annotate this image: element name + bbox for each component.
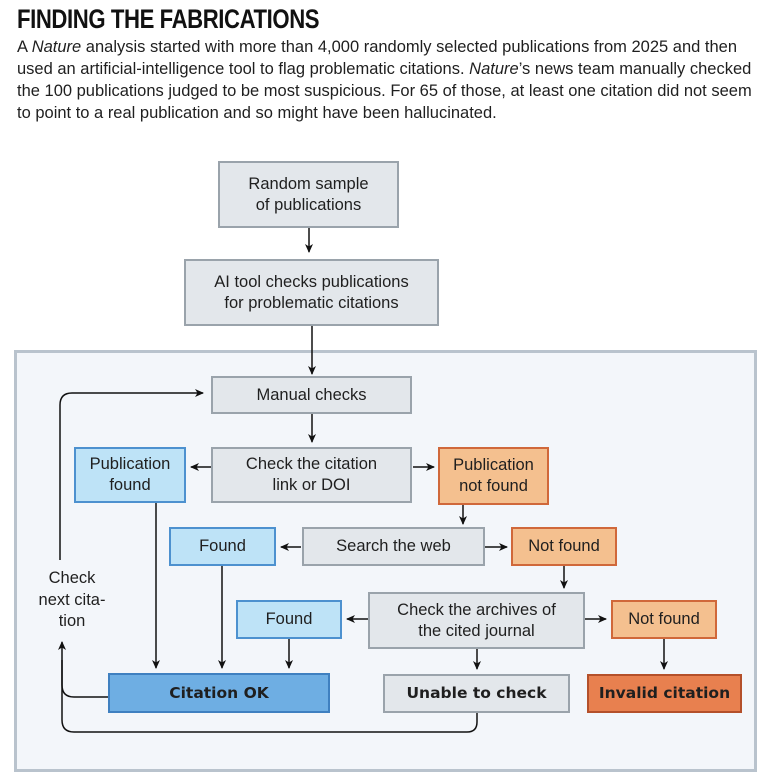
intro-text: analysis started with more than 4,000 ra… bbox=[17, 38, 738, 78]
web-found-box: Found bbox=[169, 527, 276, 566]
archive-not-found-box: Not found bbox=[611, 600, 717, 639]
check-archives-box: Check the archives of the cited journal bbox=[368, 592, 585, 649]
publication-not-found-box: Publication not found bbox=[438, 447, 549, 505]
intro-paragraph: A Nature analysis started with more than… bbox=[17, 36, 762, 124]
citation-ok-box: Citation OK bbox=[108, 673, 330, 713]
check-link-doi-box: Check the citation link or DOI bbox=[211, 447, 412, 503]
ai-tool-box: AI tool checks publications for problema… bbox=[184, 259, 439, 326]
random-sample-box: Random sample of publications bbox=[218, 161, 399, 228]
check-next-citation-label: Check next cita- tion bbox=[38, 569, 106, 630]
unable-to-check-box: Unable to check bbox=[383, 674, 570, 713]
intro-text: ’s news team manually checked the 100 pu… bbox=[17, 60, 752, 122]
invalid-citation-box: Invalid citation bbox=[587, 674, 742, 713]
intro-italic-text: Nature bbox=[31, 38, 82, 56]
archive-found-box: Found bbox=[236, 600, 342, 639]
figure-title: FINDING THE FABRICATIONS bbox=[17, 4, 320, 34]
publication-found-box: Publication found bbox=[74, 447, 186, 503]
web-not-found-box: Not found bbox=[511, 527, 617, 566]
intro-italic-text: Nature bbox=[469, 60, 519, 78]
intro-text: A bbox=[17, 38, 32, 56]
search-web-box: Search the web bbox=[302, 527, 485, 566]
manual-checks-box: Manual checks bbox=[211, 376, 412, 414]
